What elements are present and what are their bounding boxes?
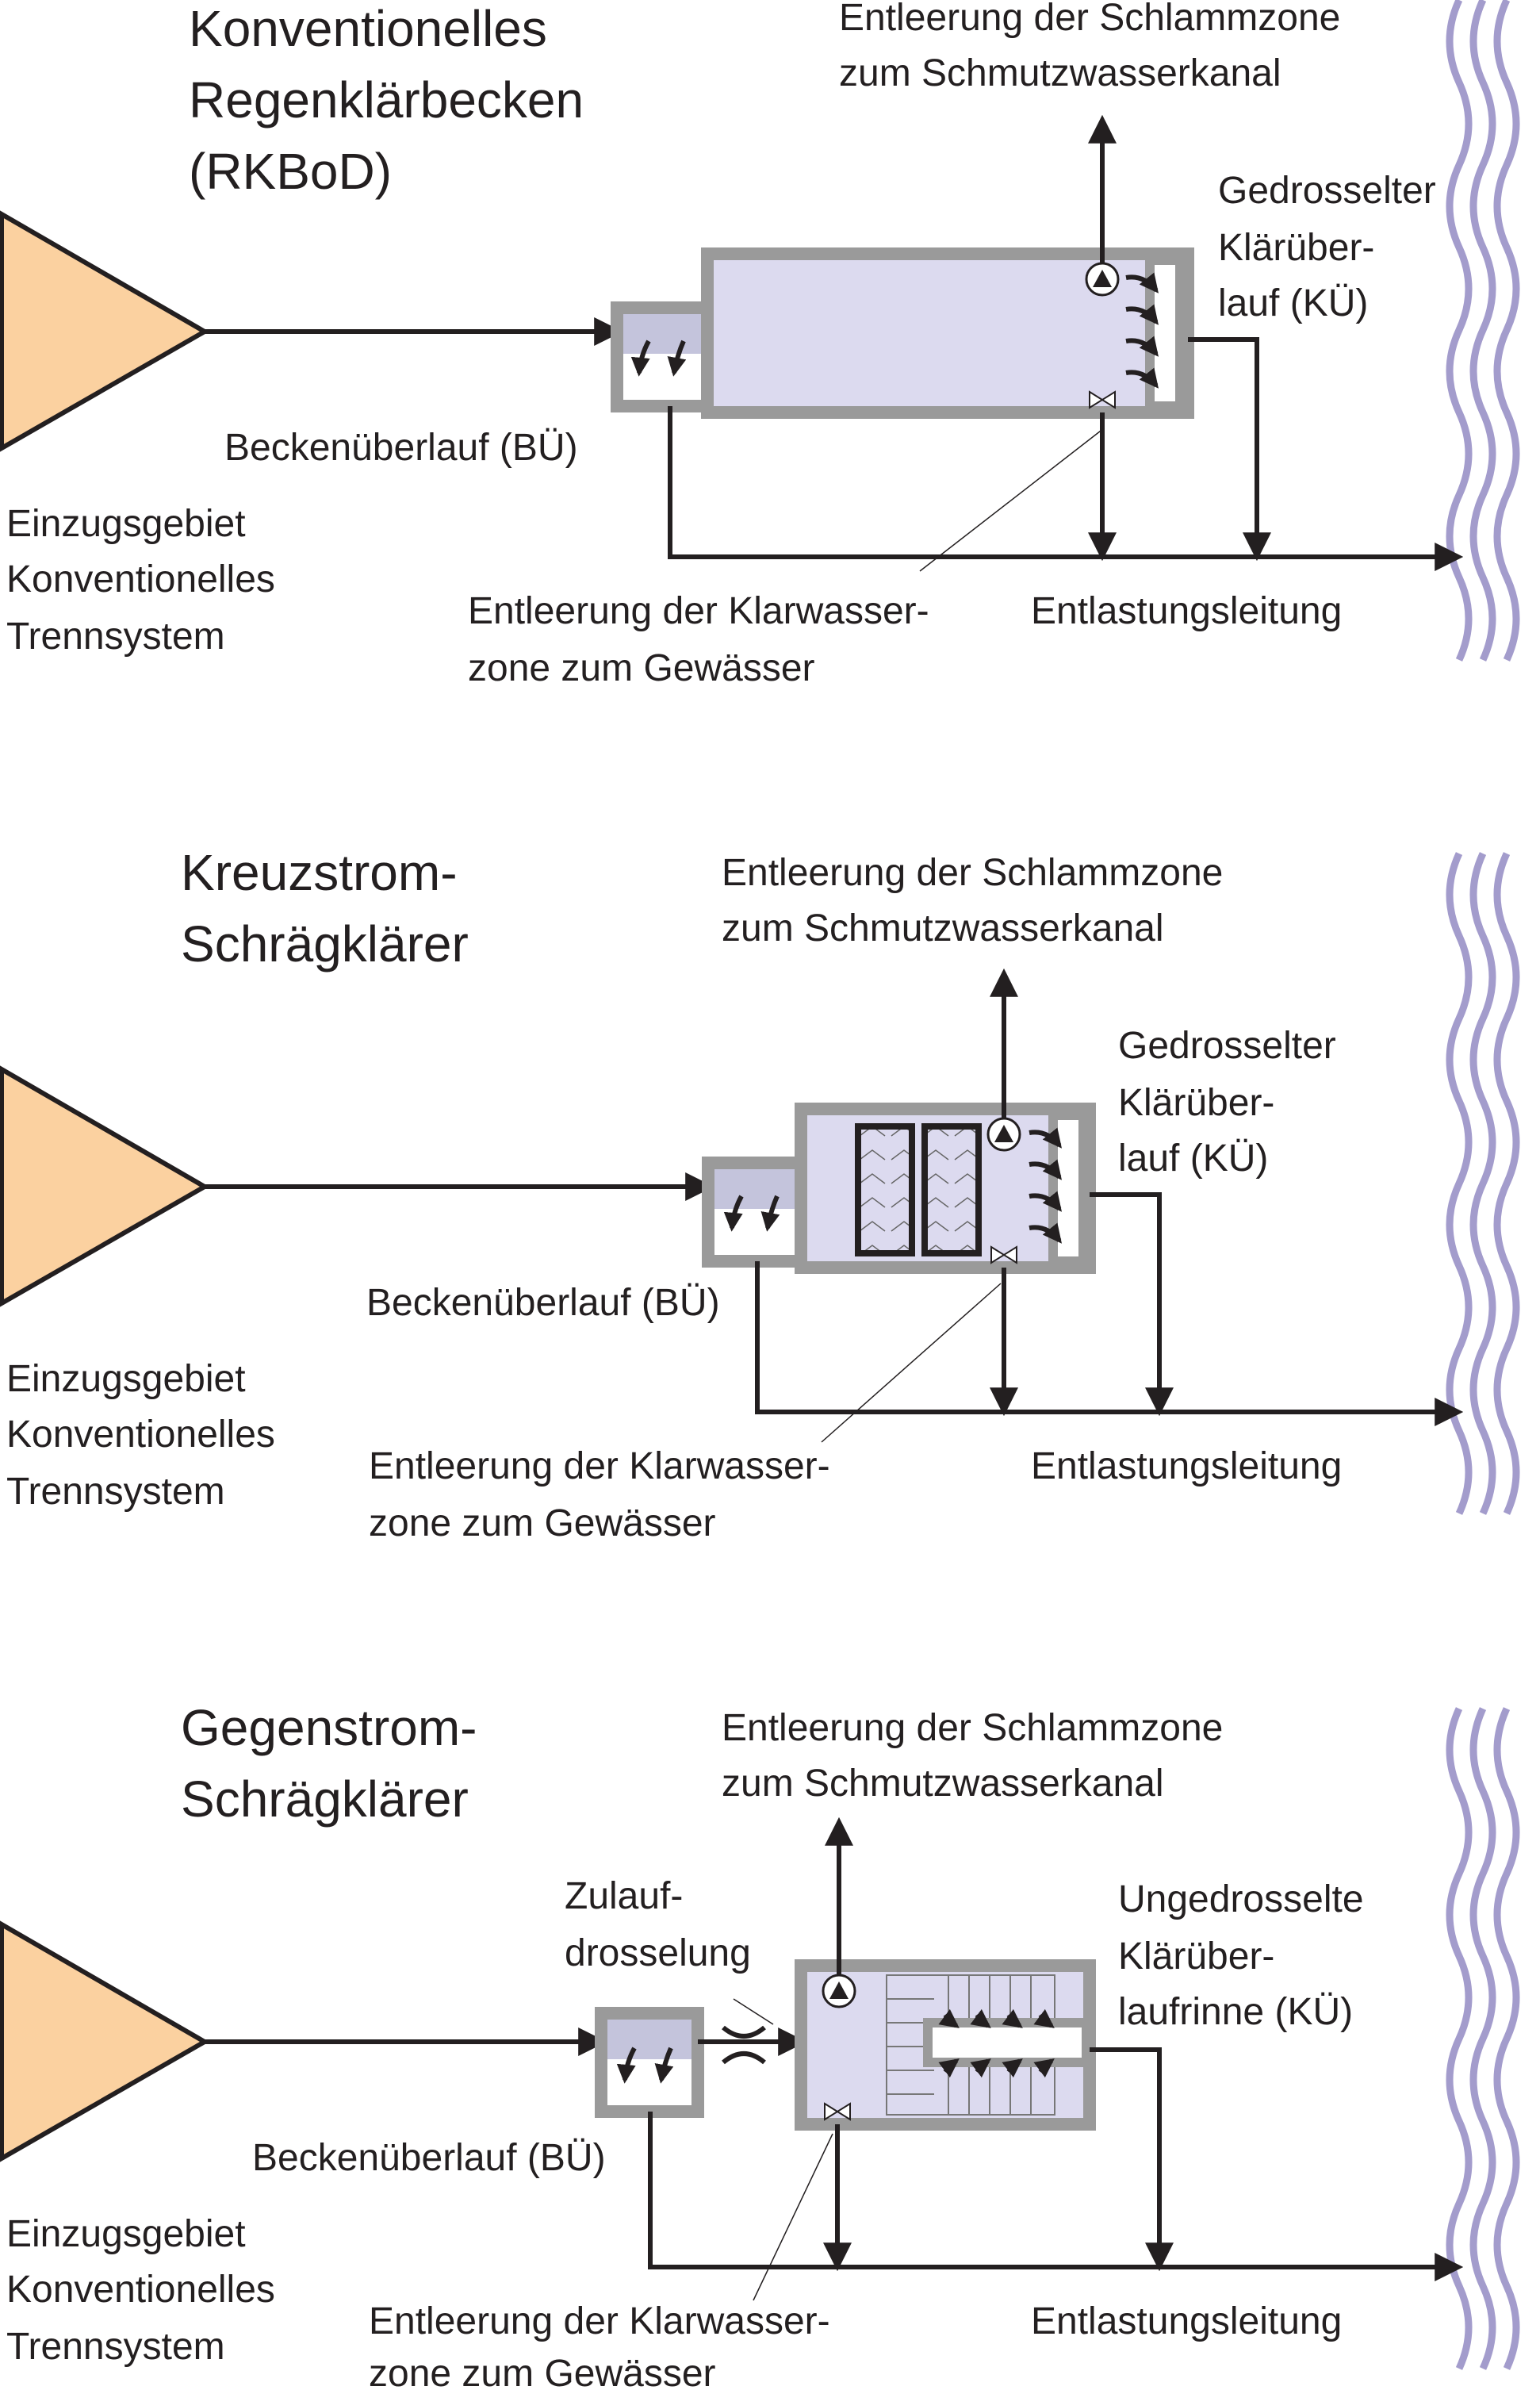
catchment-label: Einzugsgebiet Konventionelles Trennsyste… [6, 2213, 285, 2368]
relief-label: Entlastungsleitung [1031, 1445, 1342, 1487]
inlet-catch [607, 2020, 691, 2059]
overflow-trough [923, 2018, 1091, 2067]
overflow-label: Gedrosselter Klärüber- lauf (KÜ) [1118, 1025, 1347, 1180]
sludge-outlet-label: Entleerung der Schlammzone zum Schmutzwa… [722, 1707, 1234, 1805]
catchment-label: Einzugsgebiet Konventionelles Trennsyste… [6, 1358, 285, 1513]
catchment-label: Einzugsgebiet Konventionelles Trennsyste… [6, 503, 285, 658]
water-body-waves [1446, 1707, 1520, 2370]
inlet-flow-arrow [616, 2047, 637, 2084]
water-body-waves [1446, 852, 1520, 1515]
inlet-flow-arrow [630, 340, 651, 377]
bypass-label: Beckenüberlauf (BÜ) [252, 2137, 606, 2179]
valve-icon [824, 2102, 851, 2121]
inlet-throttle-label: Zulauf- drosselung [565, 1875, 751, 1974]
leader-line [919, 428, 1105, 572]
relief-line [755, 1261, 1464, 1426]
relief-line [668, 406, 1464, 571]
valve-icon [990, 1245, 1017, 1264]
inlet-catch [623, 314, 701, 354]
weir-arrows [1029, 1127, 1062, 1244]
bypass-label: Beckenüberlauf (BÜ) [224, 427, 578, 469]
inlet-throttle-icon [722, 2025, 766, 2065]
panel-counterflow: Gegenstrom- Schrägklärer [0, 1699, 1520, 2390]
inlet-flow-arrow [760, 1195, 780, 1232]
clearwater-label: Entleerung der Klarwasser- zone zum Gewä… [369, 2300, 841, 2390]
inlet-flow-arrow [654, 2047, 674, 2084]
overflow-label: Gedrosselter Klärüber- lauf (KÜ) [1218, 170, 1446, 324]
catchment-triangle [0, 210, 210, 452]
overflow-line [1090, 2047, 1174, 2272]
bypass-label: Beckenüberlauf (BÜ) [366, 1282, 720, 1324]
relief-label: Entlastungsleitung [1031, 590, 1342, 632]
panel-title: Gegenstrom- Schrägklärer [181, 1699, 491, 1828]
panel-title: Konventionelles Regenklärbecken (RKBoD) [189, 0, 598, 200]
leader-line [753, 2133, 833, 2301]
catchment-triangle [0, 1065, 210, 1307]
panel-title: Kreuzstrom- Schrägklärer [181, 844, 471, 972]
panel-conventional: Konventionelles Regenklärbecken (RKBoD) [0, 0, 1520, 689]
inlet-catch [714, 1169, 795, 1209]
leader-line [821, 1283, 1002, 1443]
catchment-triangle [0, 1920, 210, 2162]
weir-arrows [1125, 272, 1159, 389]
inlet-flow-arrow [723, 1195, 744, 1232]
leader-line [733, 1998, 774, 2025]
relief-line [648, 2112, 1464, 2281]
panel-crossflow: Kreuzstrom- Schrägklärer En [0, 844, 1520, 1544]
relief-label: Entlastungsleitung [1031, 2300, 1342, 2342]
overflow-line [1188, 337, 1271, 562]
lamella-packs [855, 1123, 982, 1256]
clearwater-label: Entleerung der Klarwasser- zone zum Gewä… [468, 590, 940, 689]
inlet-flow-arrow [667, 340, 687, 377]
overflow-line [1090, 1192, 1174, 1417]
valve-icon [1089, 390, 1116, 409]
clearwater-label: Entleerung der Klarwasser- zone zum Gewä… [369, 1445, 841, 1544]
sludge-outlet-label: Entleerung der Schlammzone zum Schmutzwa… [839, 0, 1351, 94]
sludge-outlet-label: Entleerung der Schlammzone zum Schmutzwa… [722, 852, 1234, 949]
overflow-label: Ungedrosselte Klärüber- laufrinne (KÜ) [1118, 1878, 1374, 2033]
water-body-waves [1446, 0, 1520, 662]
trough-arrows [938, 2008, 1055, 2078]
